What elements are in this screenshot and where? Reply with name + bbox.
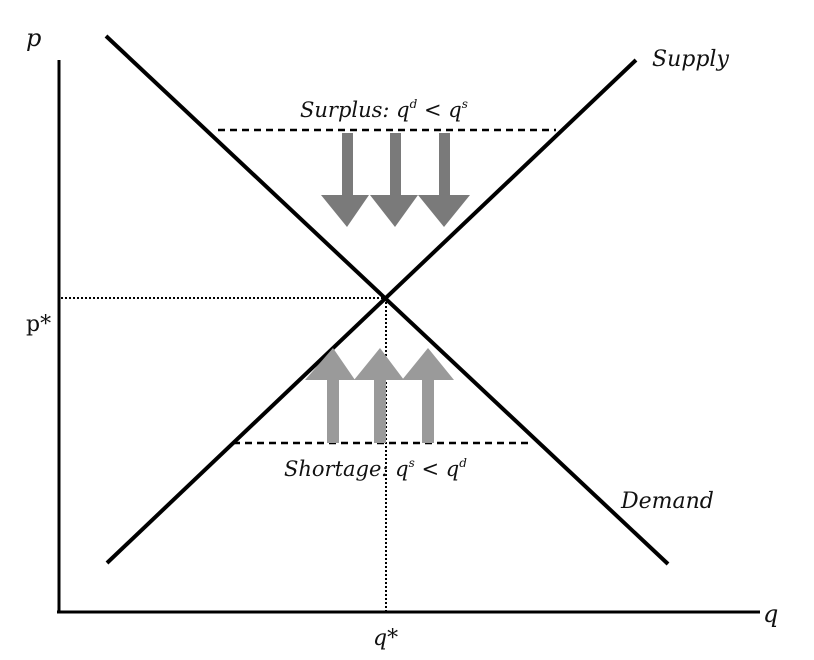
shortage-label-sup-s: s <box>409 456 415 470</box>
shortage-label-prefix: Shortage: q <box>284 457 409 481</box>
demand-label: Demand <box>620 489 714 514</box>
surplus-label: Surplus: qd < qs <box>300 97 468 122</box>
shortage-label-op: < q <box>415 457 459 481</box>
x-axis-label: q <box>763 600 778 628</box>
supply-label: Supply <box>652 47 729 72</box>
up-arrow-icon <box>354 348 404 443</box>
surplus-label-sup-d: d <box>410 97 418 111</box>
shortage-arrows <box>305 348 454 443</box>
y-axis-label: p <box>26 24 41 52</box>
price-equilibrium-label: p* <box>26 312 51 337</box>
up-arrow-icon <box>305 348 355 443</box>
shortage-label-sup-d: d <box>459 456 467 470</box>
down-arrow-icon <box>321 133 369 227</box>
surplus-label-sup-s: s <box>462 97 468 111</box>
down-arrow-icon <box>370 133 418 227</box>
surplus-arrows <box>321 133 470 227</box>
shortage-label: Shortage: qs < qd <box>284 456 467 481</box>
quantity-equilibrium-label: q* <box>373 626 398 651</box>
demand-curve <box>104 34 670 566</box>
up-arrow-icon <box>402 348 454 443</box>
surplus-label-op: < q <box>417 98 461 122</box>
surplus-label-prefix: Surplus: q <box>300 98 410 122</box>
down-arrow-icon <box>418 133 470 227</box>
supply-curve <box>105 58 638 565</box>
